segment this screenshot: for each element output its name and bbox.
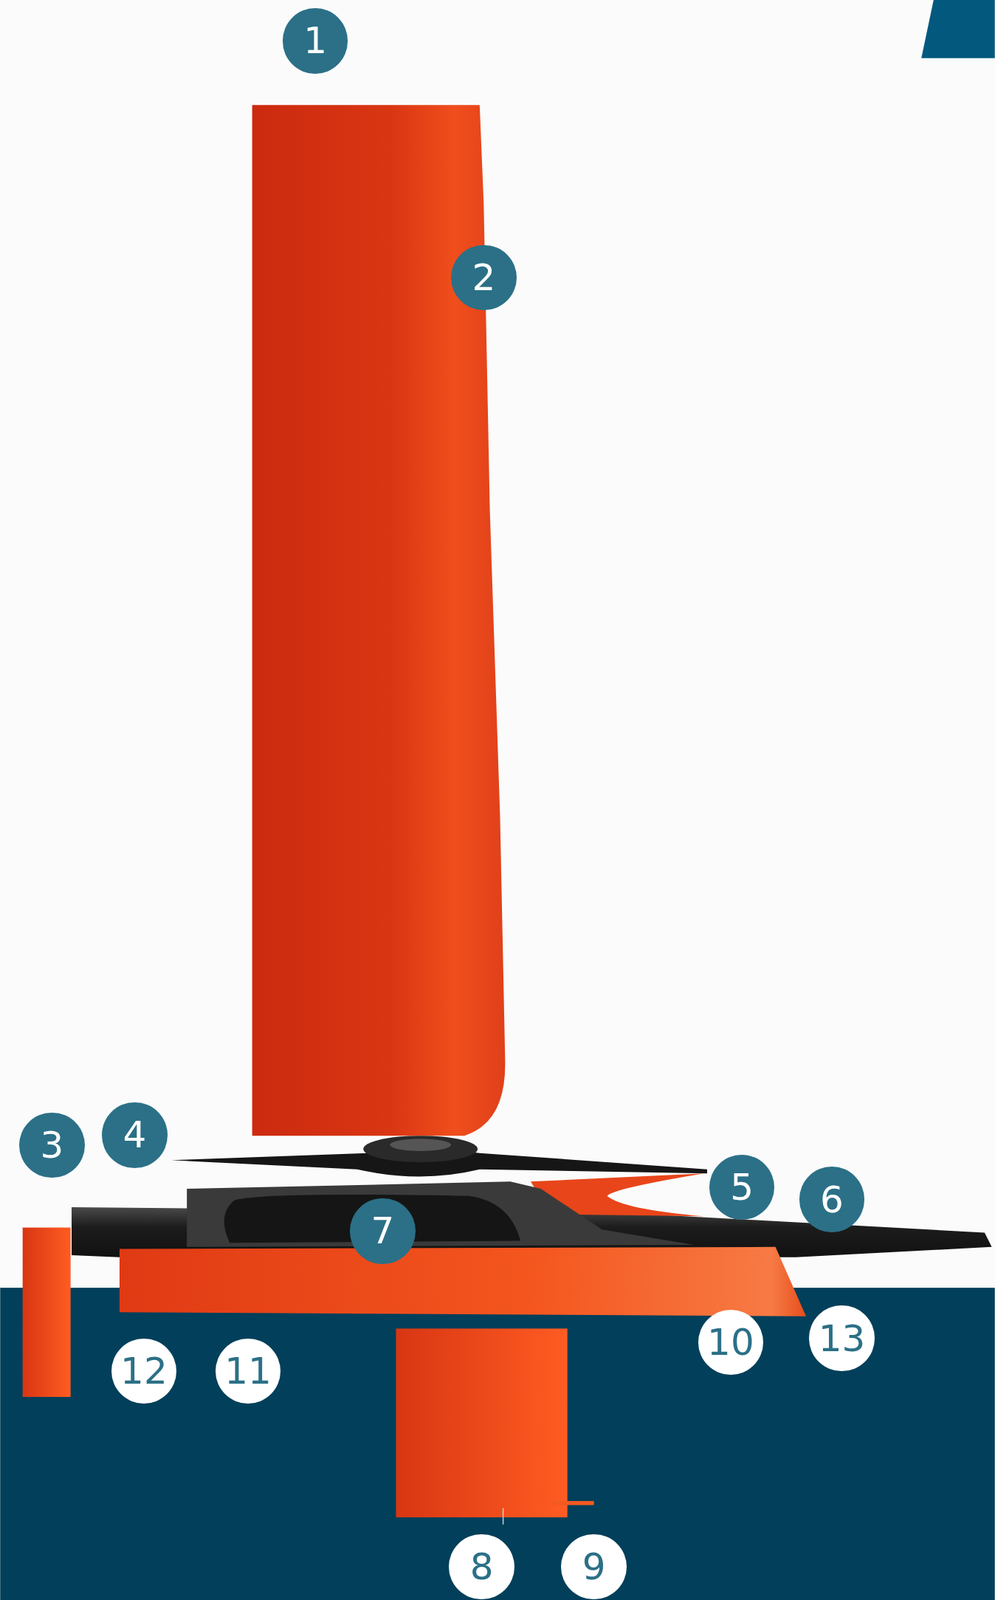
trim-tab [551, 1500, 595, 1506]
float-hull [119, 1246, 807, 1317]
water [0, 1287, 995, 1600]
callout-number: 6 [799, 1166, 865, 1232]
callout-number: 2 [450, 245, 516, 311]
callout-number: 1 [282, 8, 348, 74]
corner-tab [921, 0, 995, 59]
callout-number: 12 [111, 1338, 177, 1404]
callout-number: 10 [698, 1309, 764, 1375]
callout-number: 11 [215, 1338, 281, 1404]
cockpit-frame [186, 1181, 694, 1246]
mast-hub [363, 1135, 478, 1162]
callout-number: 5 [709, 1154, 775, 1220]
rudder [22, 1227, 71, 1397]
mast-hub-top [389, 1138, 451, 1151]
callout-number: 9 [560, 1533, 626, 1599]
callout-number: 7 [349, 1197, 415, 1263]
keel-tick [502, 1508, 504, 1525]
callout-number: 4 [101, 1102, 167, 1167]
callout-number: 3 [19, 1112, 85, 1178]
callout-number: 8 [448, 1533, 514, 1599]
bow-gap [611, 1175, 704, 1215]
callout-number: 13 [808, 1305, 874, 1370]
keel-fin [395, 1327, 567, 1517]
